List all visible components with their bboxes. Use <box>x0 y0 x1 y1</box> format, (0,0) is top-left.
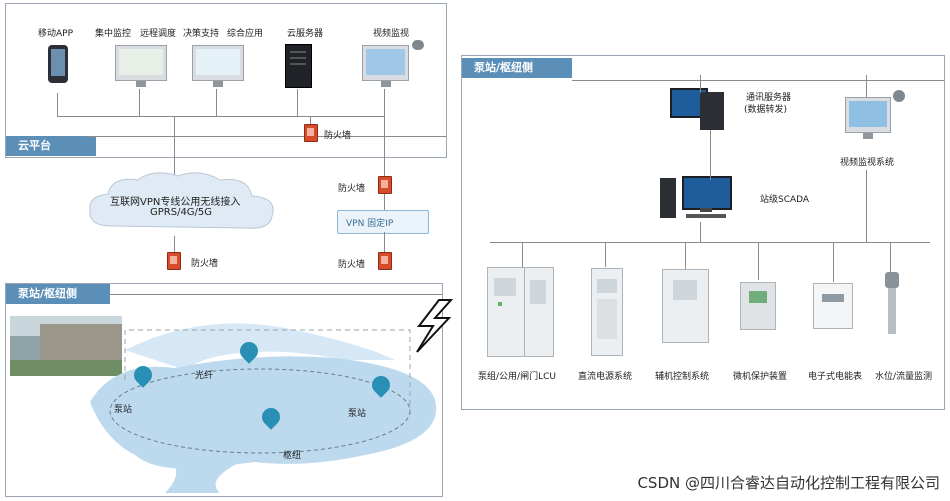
network-firewall-right-top-label: 防火墙 <box>338 184 366 194</box>
pump-station-left-label: 泵站 <box>114 405 133 415</box>
firewall-icon <box>378 252 392 270</box>
firewall-icon <box>378 176 392 194</box>
cloud-tag-rule <box>84 136 446 137</box>
dc-power-cabinet-icon <box>591 268 623 356</box>
network-firewall-left-label: 防火墙 <box>191 259 219 269</box>
cloud-text-line2: GPRS/4G/5G <box>150 207 213 218</box>
wire <box>384 232 385 252</box>
wire <box>522 242 523 267</box>
camera-icon <box>893 90 905 102</box>
label-central-monitor: 集中监控 <box>95 29 132 39</box>
wire <box>174 236 175 254</box>
wireless-link-icon <box>416 299 454 353</box>
wire <box>833 242 834 282</box>
wire <box>700 75 701 93</box>
wire <box>866 170 867 242</box>
label-integrated-app: 综合应用 <box>227 29 264 39</box>
level-flow-sensor-icon <box>883 272 901 336</box>
lcu-cabinet-icon <box>487 267 525 357</box>
wire <box>605 242 606 267</box>
aux-control-cabinet-icon <box>662 269 709 343</box>
wire <box>57 93 58 116</box>
wire <box>139 89 140 116</box>
label-remote-dispatch: 远程调度 <box>140 29 177 39</box>
video-system-label: 视频监视系统 <box>840 158 895 168</box>
right-tag-rule <box>572 80 944 81</box>
wire <box>384 89 385 116</box>
label-cloud-server: 云服务器 <box>287 29 324 39</box>
pump-station-photo <box>10 316 122 376</box>
wire <box>310 116 311 126</box>
left-tag-rule <box>110 294 442 295</box>
hub-label: 枢纽 <box>283 451 302 461</box>
device-label-protection: 微机保护装置 <box>733 372 788 382</box>
wire <box>700 222 701 242</box>
energy-meter-icon <box>813 283 853 329</box>
label-video-monitor: 视频监视 <box>373 29 410 39</box>
pump-station-right-label: 泵站 <box>348 409 367 419</box>
device-label-aux-control: 辅机控制系统 <box>655 372 710 382</box>
wire <box>297 89 298 116</box>
mobile-phone-icon <box>48 45 68 83</box>
firewall-icon <box>304 124 318 142</box>
central-monitor-icon <box>115 45 167 87</box>
comm-server-label-2: (数据转发) <box>744 105 788 115</box>
label-decision-support: 决策支持 <box>183 29 220 39</box>
video-monitor-icon <box>362 45 409 87</box>
comm-server-label-1: 通讯服务器 <box>746 93 792 103</box>
decision-support-icon <box>192 45 244 87</box>
firewall-icon <box>167 252 181 270</box>
left-site-tag: 泵站/枢纽侧 <box>6 284 110 304</box>
network-firewall-right-bottom-label: 防火墙 <box>338 260 366 270</box>
scada-pc-icon <box>660 176 735 221</box>
video-system-icon <box>845 97 891 139</box>
lcu-cabinet-icon <box>524 267 554 357</box>
cloud-bus <box>57 116 385 117</box>
internet-cloud <box>89 172 274 229</box>
wire <box>758 242 759 280</box>
cloud-platform-tag: 云平台 <box>6 136 96 156</box>
protection-device-icon <box>740 282 776 330</box>
cloud-firewall-label: 防火墙 <box>324 131 352 141</box>
wire <box>384 194 385 210</box>
cloud-text-line1: 互联网VPN专线公用无线接入 <box>110 197 241 208</box>
fiber-label: 光纤 <box>195 371 214 381</box>
camera-icon <box>412 40 424 50</box>
device-label-level-flow: 水位/流量监测 <box>875 372 933 382</box>
wire <box>216 89 217 116</box>
wire <box>890 242 891 272</box>
cloud-server-icon <box>285 44 312 88</box>
wire <box>685 242 686 269</box>
device-label-dc-power: 直流电源系统 <box>578 372 633 382</box>
wire <box>710 130 711 180</box>
vpn-label: VPN 固定IP <box>346 219 394 229</box>
vpn-badge: VPN 固定IP <box>337 210 429 234</box>
wire <box>384 116 385 176</box>
device-label-energy-meter: 电子式电能表 <box>808 372 863 382</box>
right-bus <box>490 242 930 243</box>
label-mobile-app: 移动APP <box>38 29 74 39</box>
csdn-watermark: CSDN @四川合睿达自动化控制工程有限公司 <box>637 474 940 492</box>
scada-label: 站级SCADA <box>760 195 810 205</box>
wire <box>866 75 867 97</box>
device-label-lcu: 泵组/公用/闸门LCU <box>478 372 556 382</box>
right-site-tag: 泵站/枢纽侧 <box>462 58 572 78</box>
comm-server-icon <box>670 88 725 130</box>
wire <box>174 116 175 186</box>
